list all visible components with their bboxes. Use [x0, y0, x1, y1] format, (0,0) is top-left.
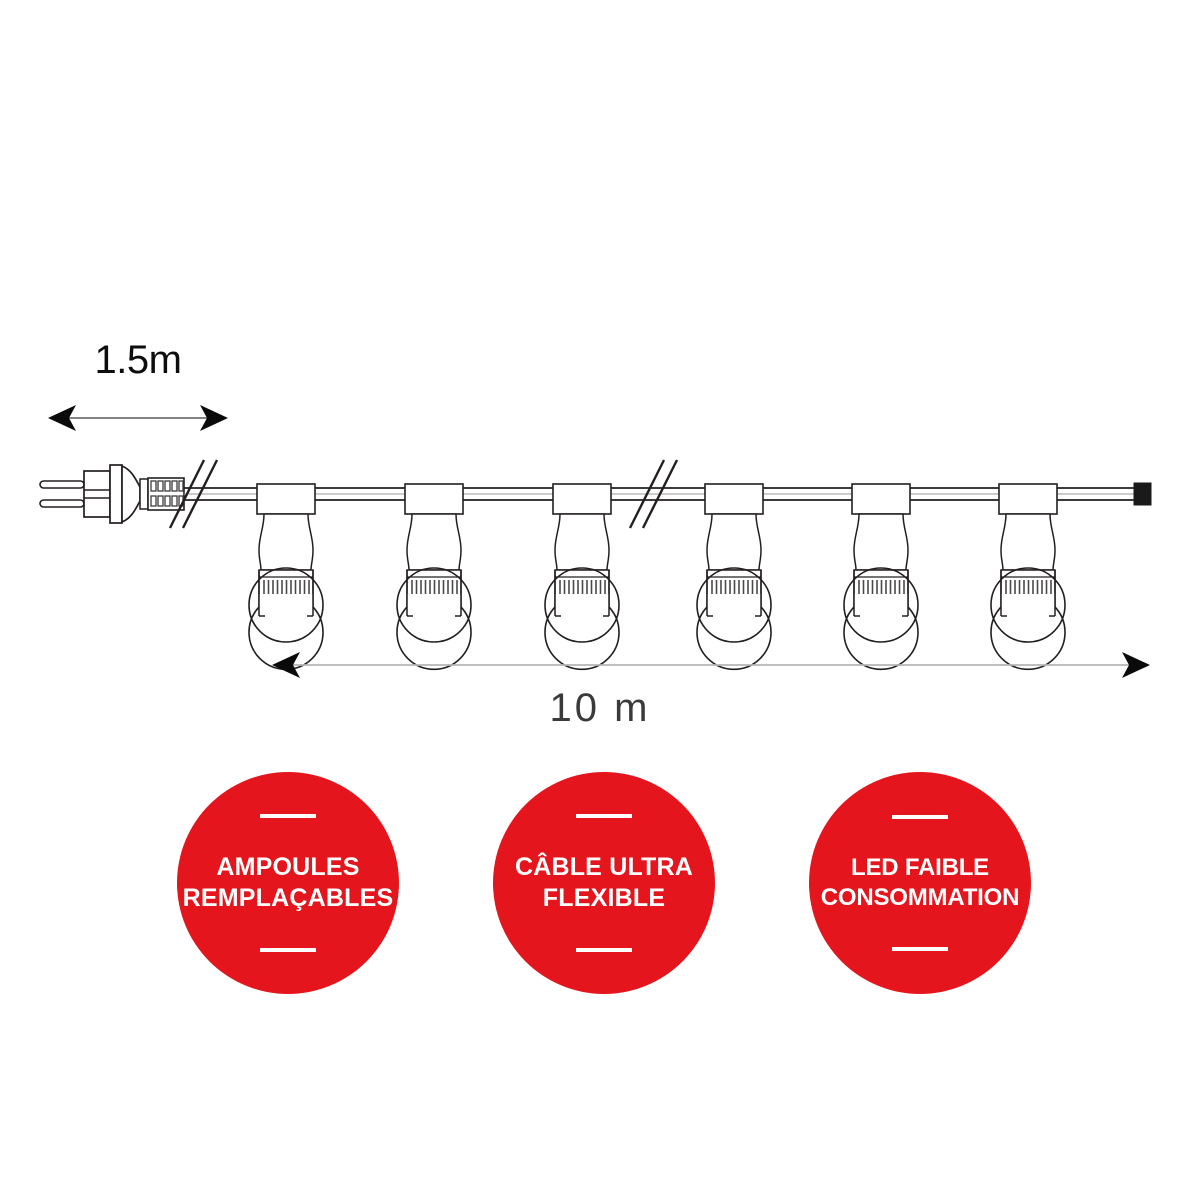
badge-rule-bottom [892, 947, 948, 951]
bulb [696, 483, 772, 671]
badge-rule-bottom [260, 948, 316, 953]
dimension-arrow-lead [48, 405, 228, 431]
bulb [396, 483, 472, 671]
badge-label: AMPOULES REMPLAÇABLES [182, 852, 394, 912]
dimension-label-lead: 1.5m [94, 338, 182, 382]
bulb [544, 483, 620, 671]
dimension-arrow-total [272, 652, 1150, 678]
badge-label: LED FAIBLE CONSOMMATION [820, 854, 1020, 911]
cable-end-cap [1133, 482, 1152, 506]
euro-plug [39, 464, 185, 524]
badge-rule-bottom [576, 948, 632, 953]
badge-rule-top [576, 813, 632, 818]
bulb [843, 483, 919, 671]
badge-rule-top [260, 813, 316, 818]
badge-label: CÂBLE ULTRA FLEXIBLE [514, 852, 694, 912]
bulb [990, 483, 1066, 671]
feature-badge-cable-flexible: CÂBLE ULTRA FLEXIBLE [493, 772, 715, 994]
feature-badge-bulbs-replaceable: AMPOULES REMPLAÇABLES [177, 772, 399, 994]
badge-rule-top [892, 815, 948, 819]
feature-badge-led-low-consumption: LED FAIBLE CONSOMMATION [809, 772, 1031, 994]
bulb [248, 483, 324, 671]
dimension-label-total: 10 m [549, 686, 651, 730]
feature-badge-group: AMPOULES REMPLAÇABLES CÂBLE ULTRA FLEXIB… [0, 772, 1200, 994]
